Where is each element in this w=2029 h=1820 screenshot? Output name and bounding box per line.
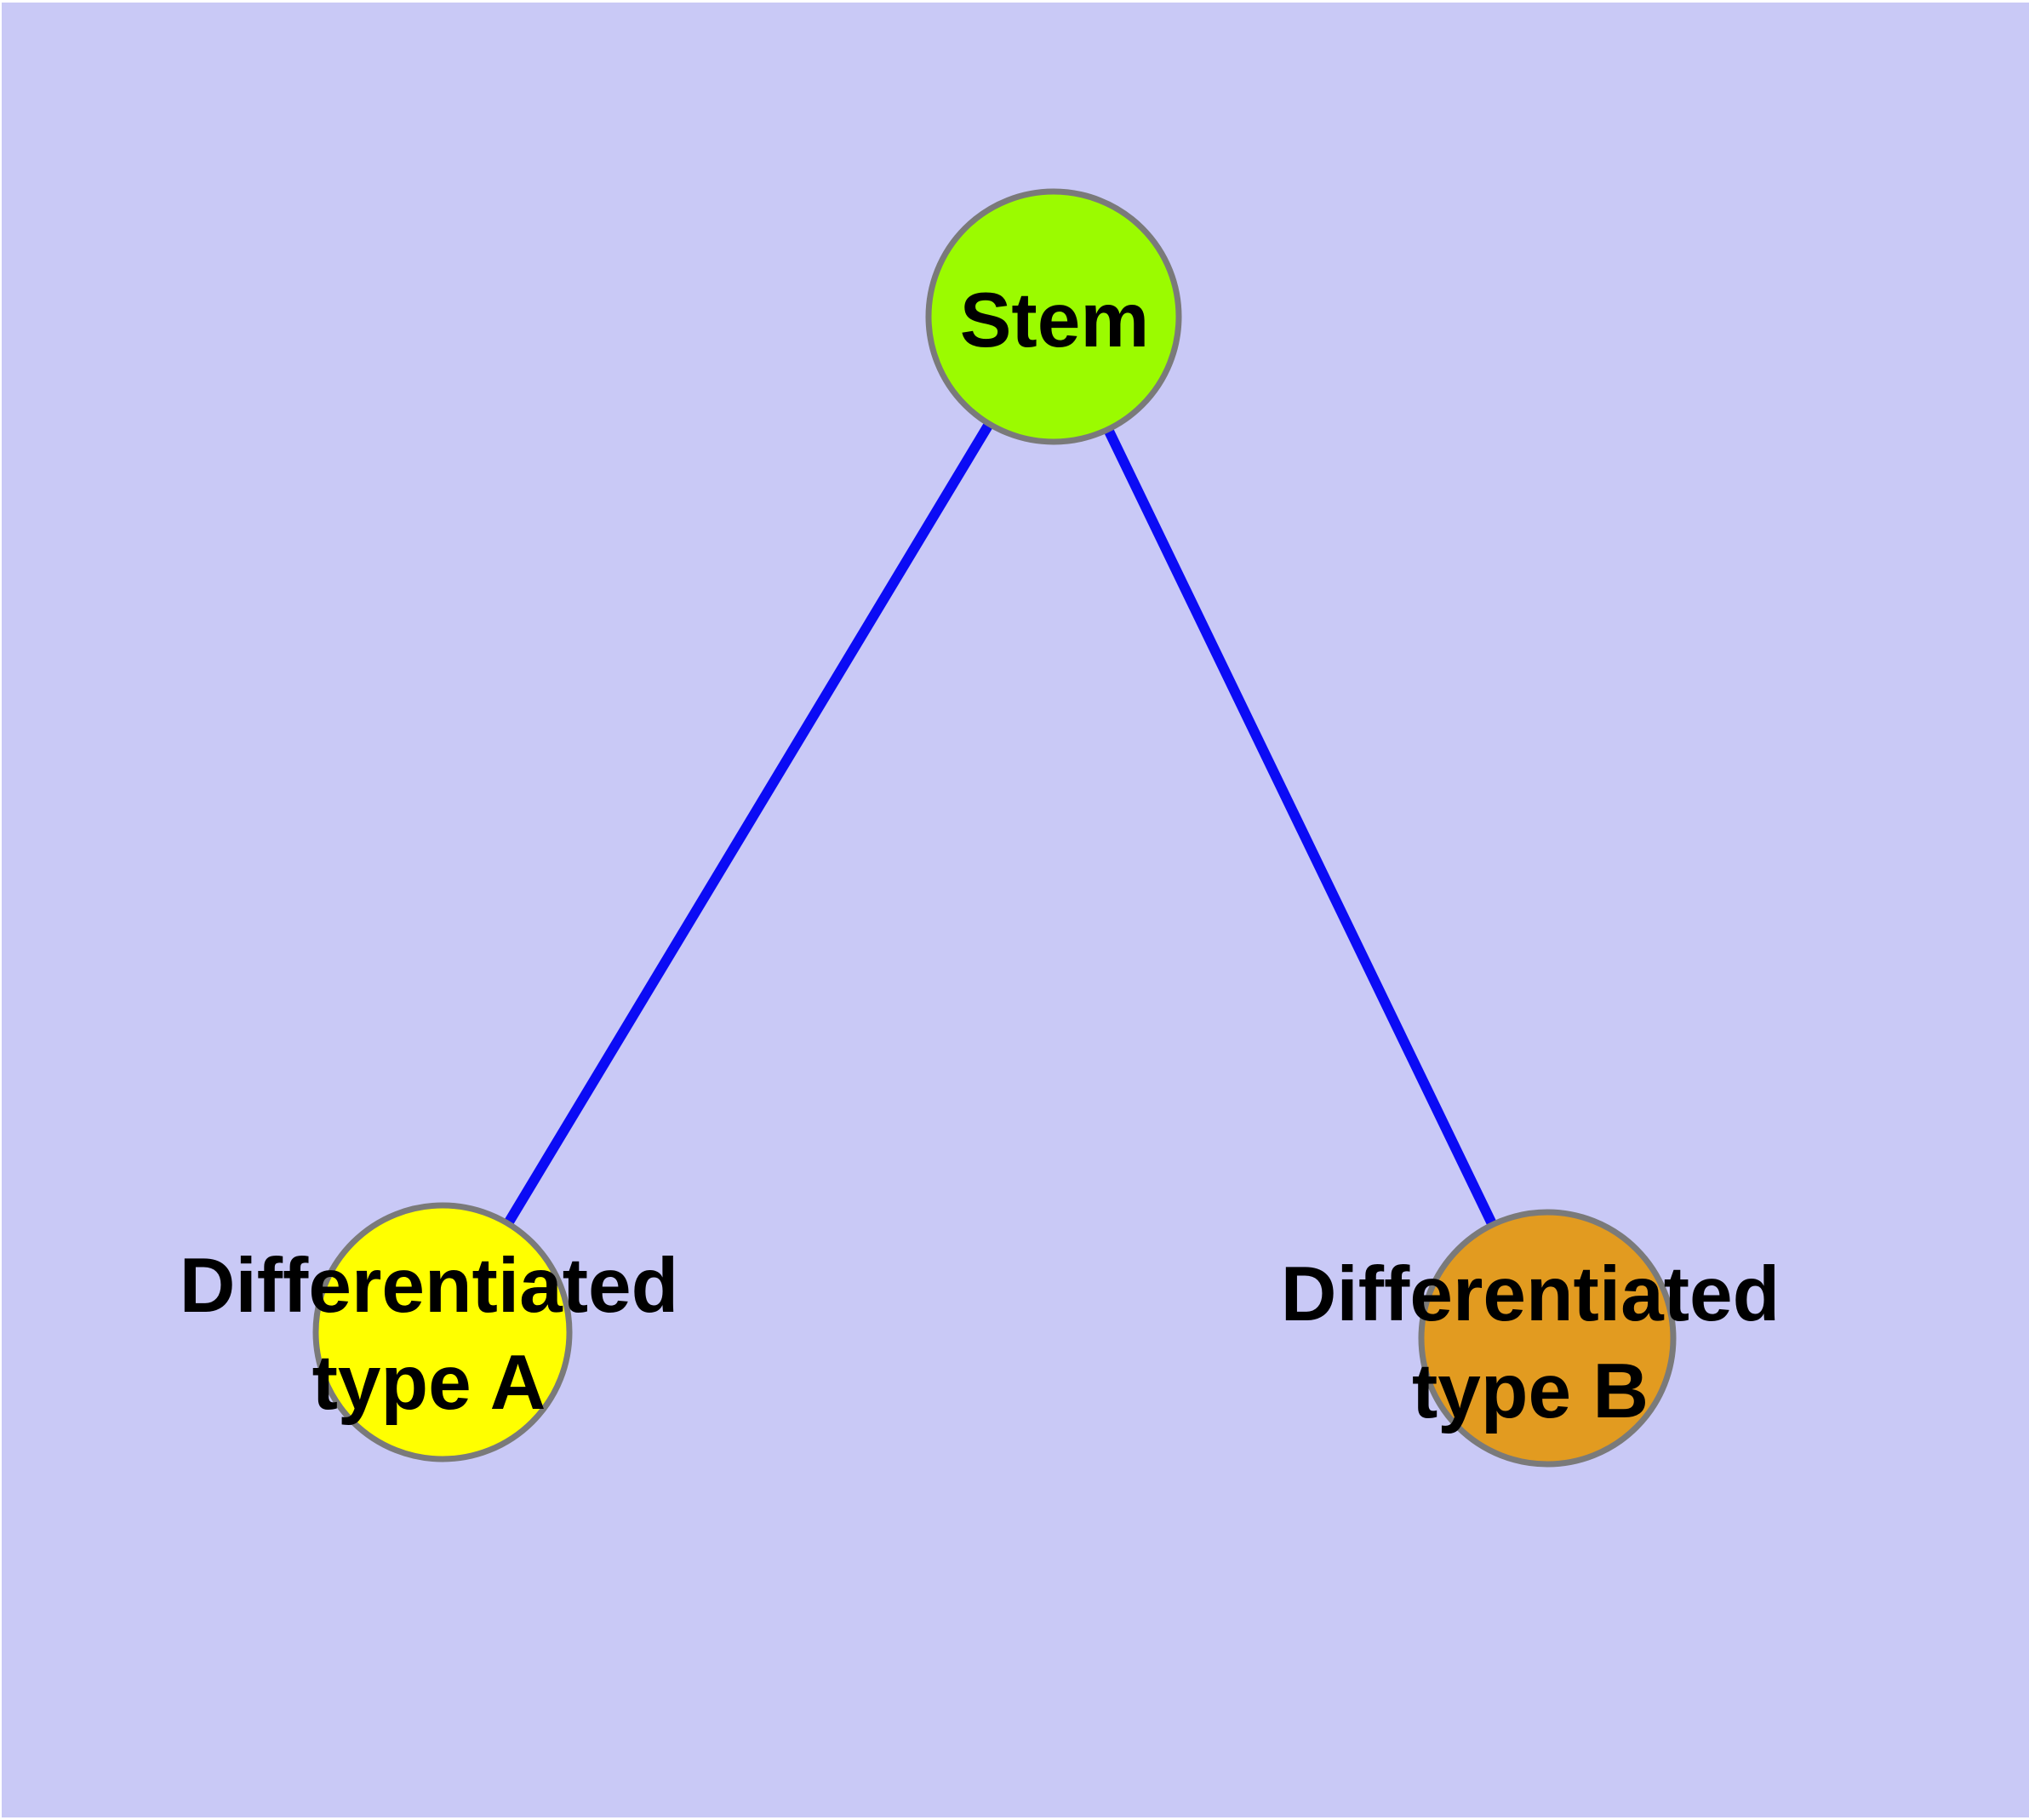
- node-stem-label: Stem: [959, 278, 1150, 363]
- node-type-a-circle: [312, 1202, 573, 1462]
- edge-stem-to-type-a: [437, 313, 1059, 1336]
- node-type-b-circle: [1418, 1209, 1677, 1468]
- edge-stem-to-type-b: [1049, 314, 1552, 1341]
- node-stem-circle: [925, 188, 1182, 445]
- node-type-b-label: Differentiated type B: [1280, 1251, 1780, 1434]
- node-type-a-label: Differentiated type A: [179, 1243, 679, 1426]
